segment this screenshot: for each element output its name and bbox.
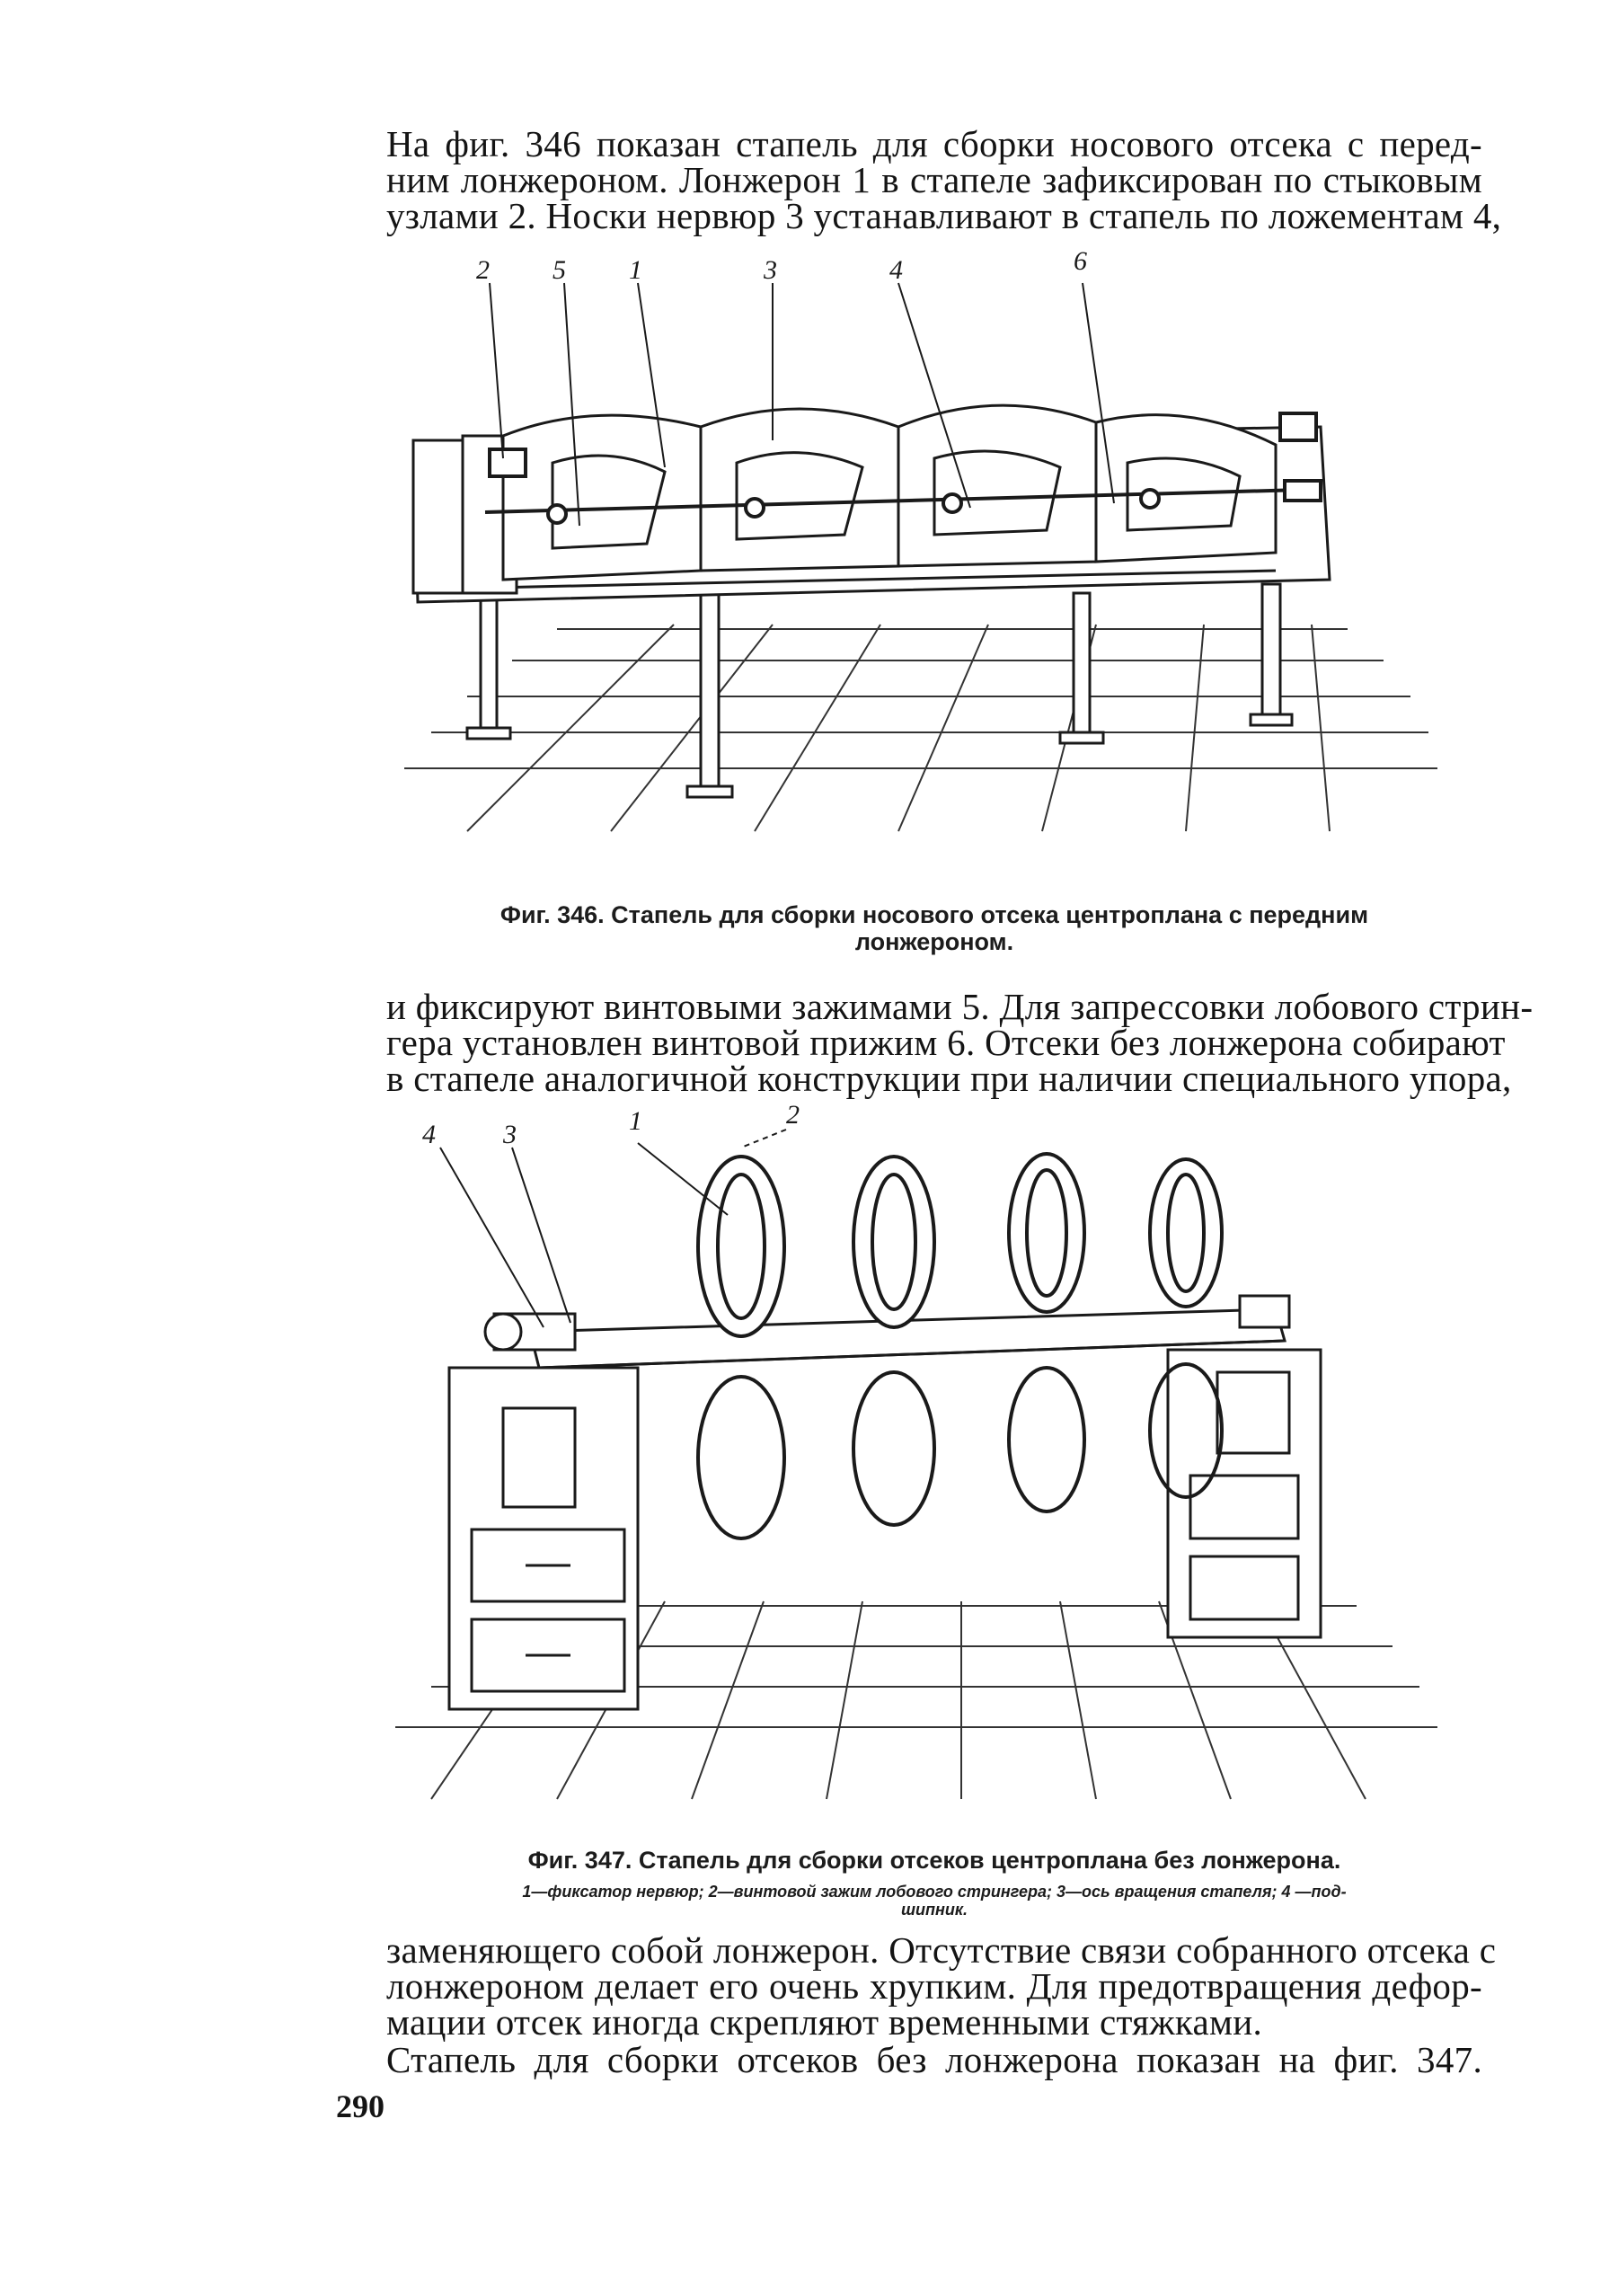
callout-label: 5 bbox=[553, 255, 566, 285]
figure-346-drawing: 2 5 1 3 4 6 bbox=[404, 247, 1437, 832]
callout-label: 2 bbox=[786, 1100, 800, 1130]
callout-label: 1 bbox=[629, 1106, 642, 1136]
text-line: мации отсек иногда скрепляют временными … bbox=[386, 2001, 1263, 2043]
caption-title: Фиг. 347. Стапель для сборки отсеков цен… bbox=[527, 1847, 1341, 1874]
figure-347-drawing: 4 3 1 2 bbox=[395, 1100, 1437, 1800]
text-line: узлами 2. Носки нервюр 3 устанавливают в… bbox=[386, 195, 1502, 236]
text-line: в стапеле аналогичной конструкции при на… bbox=[386, 1058, 1512, 1099]
text-line: гера установлен винтовой прижим 6. Отсек… bbox=[386, 1022, 1506, 1063]
text-line: На фиг. 346 показан стапель для сборки н… bbox=[386, 123, 1482, 164]
callout-label: 2 bbox=[476, 255, 490, 285]
page-number: 290 bbox=[336, 2088, 385, 2124]
text-line: Стапель для сборки отсеков без лонжерона… bbox=[386, 2039, 1482, 2080]
callout-label: 3 bbox=[763, 255, 777, 285]
callout-label: 4 bbox=[422, 1120, 436, 1149]
callout-label: 1 bbox=[629, 255, 642, 285]
text-line: лонжероном делает его очень хрупким. Для… bbox=[386, 1965, 1482, 2007]
caption-legend-line: шипник. bbox=[901, 1901, 968, 1919]
text-line: заменяющего собой лонжерон. Отсутствие с… bbox=[386, 1929, 1497, 1971]
callout-label: 6 bbox=[1074, 247, 1087, 276]
figure-346-caption: Фиг. 346. Стапель для сборки носового от… bbox=[395, 901, 1473, 955]
text-line: и фиксируют винтовыми зажимами 5. Для за… bbox=[386, 986, 1534, 1027]
paragraph-3: заменяющего собой лонжерон. Отсутствие с… bbox=[386, 1929, 1497, 2043]
paragraph-4: Стапель для сборки отсеков без лонжерона… bbox=[386, 2039, 1482, 2080]
paragraph-2: и фиксируют винтовыми зажимами 5. Для за… bbox=[386, 986, 1534, 1099]
caption-line: Фиг. 346. Стапель для сборки носового от… bbox=[500, 901, 1369, 928]
caption-line: лонжероном. bbox=[854, 928, 1014, 955]
paragraph-1: На фиг. 346 показан стапель для сборки н… bbox=[386, 123, 1502, 236]
callout-label: 4 bbox=[889, 255, 903, 285]
caption-legend-line: 1—фиксатор нервюр; 2—винтовой зажим лобо… bbox=[522, 1883, 1347, 1901]
callout-label: 3 bbox=[502, 1120, 517, 1149]
text-line: ним лонжероном. Лонжерон 1 в стапеле заф… bbox=[386, 159, 1482, 200]
figure-347-caption: Фиг. 347. Стапель для сборки отсеков цен… bbox=[395, 1847, 1473, 1919]
